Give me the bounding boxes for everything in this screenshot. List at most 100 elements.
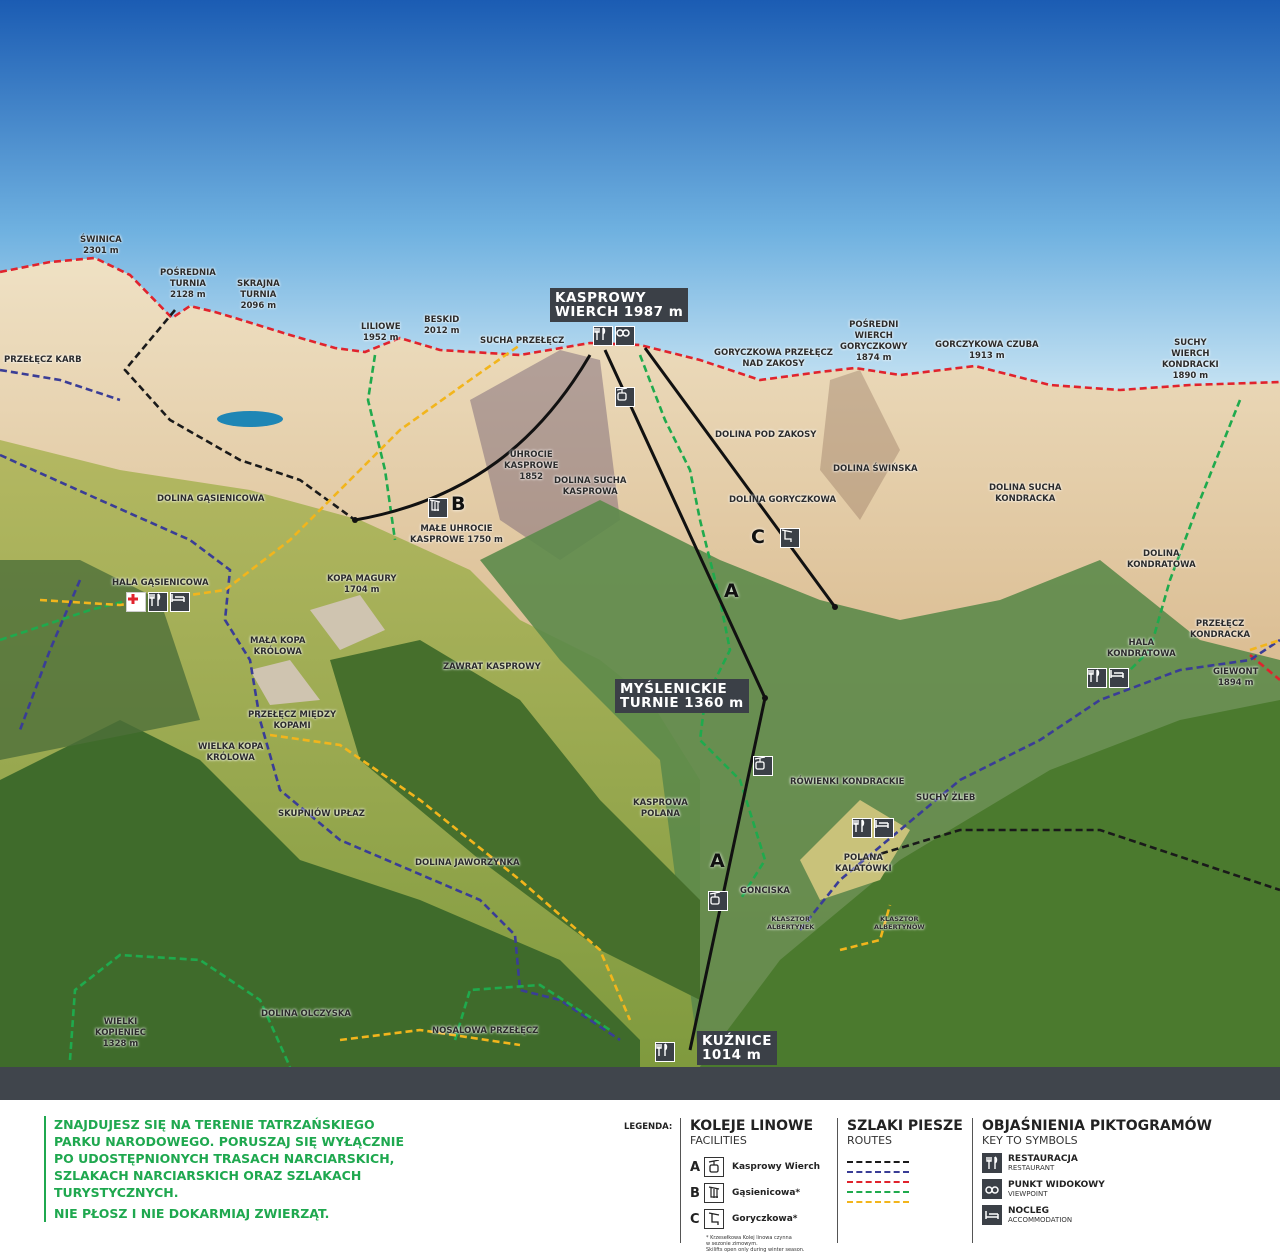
restaurant-icon[interactable] xyxy=(852,818,872,838)
divider xyxy=(972,1118,973,1243)
facility-item: B Gąsienicowa* xyxy=(690,1183,830,1203)
route-swatch xyxy=(847,1161,909,1163)
valley-label: DOLINA GĄSIENICOWA xyxy=(157,494,265,504)
station-myslenickie-turnie[interactable]: MYŚLENICKIE TURNIE 1360 m xyxy=(615,679,749,713)
peak-label: WIELKI KOPIENIEC 1328 m xyxy=(95,1017,146,1049)
symbol-label: RESTAURACJA xyxy=(1008,1154,1078,1164)
bed-icon[interactable] xyxy=(1109,668,1129,688)
bed-icon[interactable] xyxy=(170,592,190,612)
legend: ZNAJDUJESZ SIĘ NA TERENIE TATRZAŃSKIEGO … xyxy=(0,1100,1280,1257)
map-footer-band xyxy=(0,1067,1280,1100)
trail-black xyxy=(123,309,356,522)
chairlift-icon xyxy=(704,1183,724,1203)
binoculars-icon[interactable] xyxy=(615,326,635,346)
valley-label: DOLINA POD ZAKOSY xyxy=(715,430,817,440)
place-label: ZAWRAT KASPROWY xyxy=(443,662,541,672)
lift-letter-a: A xyxy=(710,850,725,872)
symbol-label: NOCLEG xyxy=(1008,1206,1050,1216)
lift-letter-c: C xyxy=(751,526,765,548)
trail-red-giewont xyxy=(1249,654,1280,681)
restaurant-icon[interactable] xyxy=(148,592,168,612)
peak-label: GORCZYKOWA CZUBA 1913 m xyxy=(935,340,1039,361)
peak-label: WIELKA KOPA KRÓLOWA xyxy=(198,742,264,763)
route-swatch xyxy=(847,1201,909,1203)
routes-subheading: ROUTES xyxy=(847,1134,893,1147)
symbol-sublabel: RESTAURANT xyxy=(1008,1164,1055,1172)
restaurant-icon[interactable] xyxy=(1087,668,1107,688)
place-label: RÓWIENKI KONDRACKIE xyxy=(790,777,905,787)
trail-green-left xyxy=(0,598,611,1067)
peak-label: MAŁA KOPA KRÓLOWA xyxy=(250,636,306,657)
chairlift-line-c xyxy=(643,347,837,608)
chairlift-icon[interactable] xyxy=(780,528,800,548)
trail-green xyxy=(638,354,767,901)
chairlift-line-b xyxy=(354,354,592,522)
terrain-illustration xyxy=(0,0,1280,1067)
chairlift-icon xyxy=(704,1209,724,1229)
valley-label: DOLINA KONDRATOWA xyxy=(1127,549,1196,570)
facilities-footnote: * Krzesełkowa Kolej linowa czynna w sezo… xyxy=(706,1235,805,1253)
valley-label: DOLINA SUCHA KASPROWA xyxy=(554,476,627,497)
trail-green-kondratowa xyxy=(1119,399,1242,681)
symbols-heading: OBJAŚNIENIA PIKTOGRAMÓW xyxy=(982,1118,1212,1134)
trail-yellow xyxy=(39,343,521,607)
pass-label: PRZEŁĘCZ KONDRACKA xyxy=(1190,619,1251,640)
chairlift-icon[interactable] xyxy=(428,498,448,518)
place-label: SKUPNIÓW UPŁAZ xyxy=(278,809,365,819)
divider xyxy=(680,1118,681,1243)
peak-label: ŚWINICA 2301 m xyxy=(80,235,122,256)
route-swatch xyxy=(847,1181,909,1183)
park-warning: ZNAJDUJESZ SIĘ NA TERENIE TATRZAŃSKIEGO … xyxy=(44,1116,424,1222)
restaurant-icon[interactable] xyxy=(593,326,613,346)
facilities-heading: KOLEJE LINOWE xyxy=(690,1118,814,1134)
trail-red xyxy=(0,256,1280,392)
peak-label: LILIOWE 1952 m xyxy=(361,322,401,343)
station-kuznice[interactable]: KUŹNICE 1014 m xyxy=(697,1031,777,1065)
symbol-sublabel: ACCOMMODATION xyxy=(1008,1216,1073,1224)
pass-label: PRZEŁĘCZ MIĘDZY KOPAMI xyxy=(248,710,337,731)
trail-yellow-kopy xyxy=(269,733,632,1021)
facility-label: Gąsienicowa* xyxy=(732,1188,801,1198)
place-label: SUCHY ŻLEB xyxy=(916,793,976,803)
symbol-sublabel: VIEWPOINT xyxy=(1008,1190,1048,1198)
cable-car-icon[interactable] xyxy=(615,387,635,407)
trail-yellow-south xyxy=(339,638,1280,1047)
route-swatch xyxy=(847,1191,909,1193)
pass-label: GORYCZKOWA PRZEŁĘCZ NAD ZAKOSY xyxy=(714,348,833,369)
place-label: HALA GĄSIENICOWA xyxy=(112,578,209,588)
bed-icon[interactable] xyxy=(874,818,894,838)
first-aid-icon[interactable] xyxy=(126,592,146,612)
facility-letter: B xyxy=(690,1185,700,1201)
peak-label: GIEWONT 1894 m xyxy=(1213,667,1259,688)
cable-car-icon[interactable] xyxy=(708,891,728,911)
restaurant-icon[interactable] xyxy=(655,1042,675,1062)
peak-label: MAŁE UHROCIE KASPROWE 1750 m xyxy=(410,524,503,545)
valley-label: DOLINA ŚWIŃSKA xyxy=(833,464,918,474)
valley-label: DOLINA GORYCZKOWA xyxy=(729,495,837,505)
warning-animals-text: NIE PŁOSZ I NIE DOKARMIAJ ZWIERZĄT. xyxy=(54,1206,330,1221)
place-label: POLANA KALATÓWKI xyxy=(835,853,892,874)
facility-letter: A xyxy=(690,1159,701,1175)
facilities-subheading: FACILITIES xyxy=(690,1134,747,1147)
warning-text: ZNAJDUJESZ SIĘ NA TERENIE TATRZAŃSKIEGO … xyxy=(54,1117,404,1200)
trail-green-liliowe xyxy=(366,354,397,541)
symbols-subheading: KEY TO SYMBOLS xyxy=(982,1134,1078,1147)
pass-label: SUCHA PRZEŁĘCZ xyxy=(480,336,565,346)
restaurant-icon xyxy=(982,1153,1002,1173)
place-label: KASPROWA POLANA xyxy=(633,798,688,819)
lake xyxy=(217,411,283,427)
facility-letter: C xyxy=(690,1211,700,1227)
trail-blue xyxy=(0,368,621,1042)
station-kasprowy-wierch[interactable]: KASPROWY WIERCH 1987 m xyxy=(550,288,689,322)
place-label: KLASZTOR ALBERTYNEK xyxy=(767,915,815,931)
cable-car-icon[interactable] xyxy=(753,756,773,776)
valley-label: DOLINA SUCHA KONDRACKA xyxy=(989,483,1062,504)
place-label: GONCISKA xyxy=(740,886,791,896)
legend-routes: SZLAKI PIESZE ROUTES xyxy=(847,1118,967,1243)
